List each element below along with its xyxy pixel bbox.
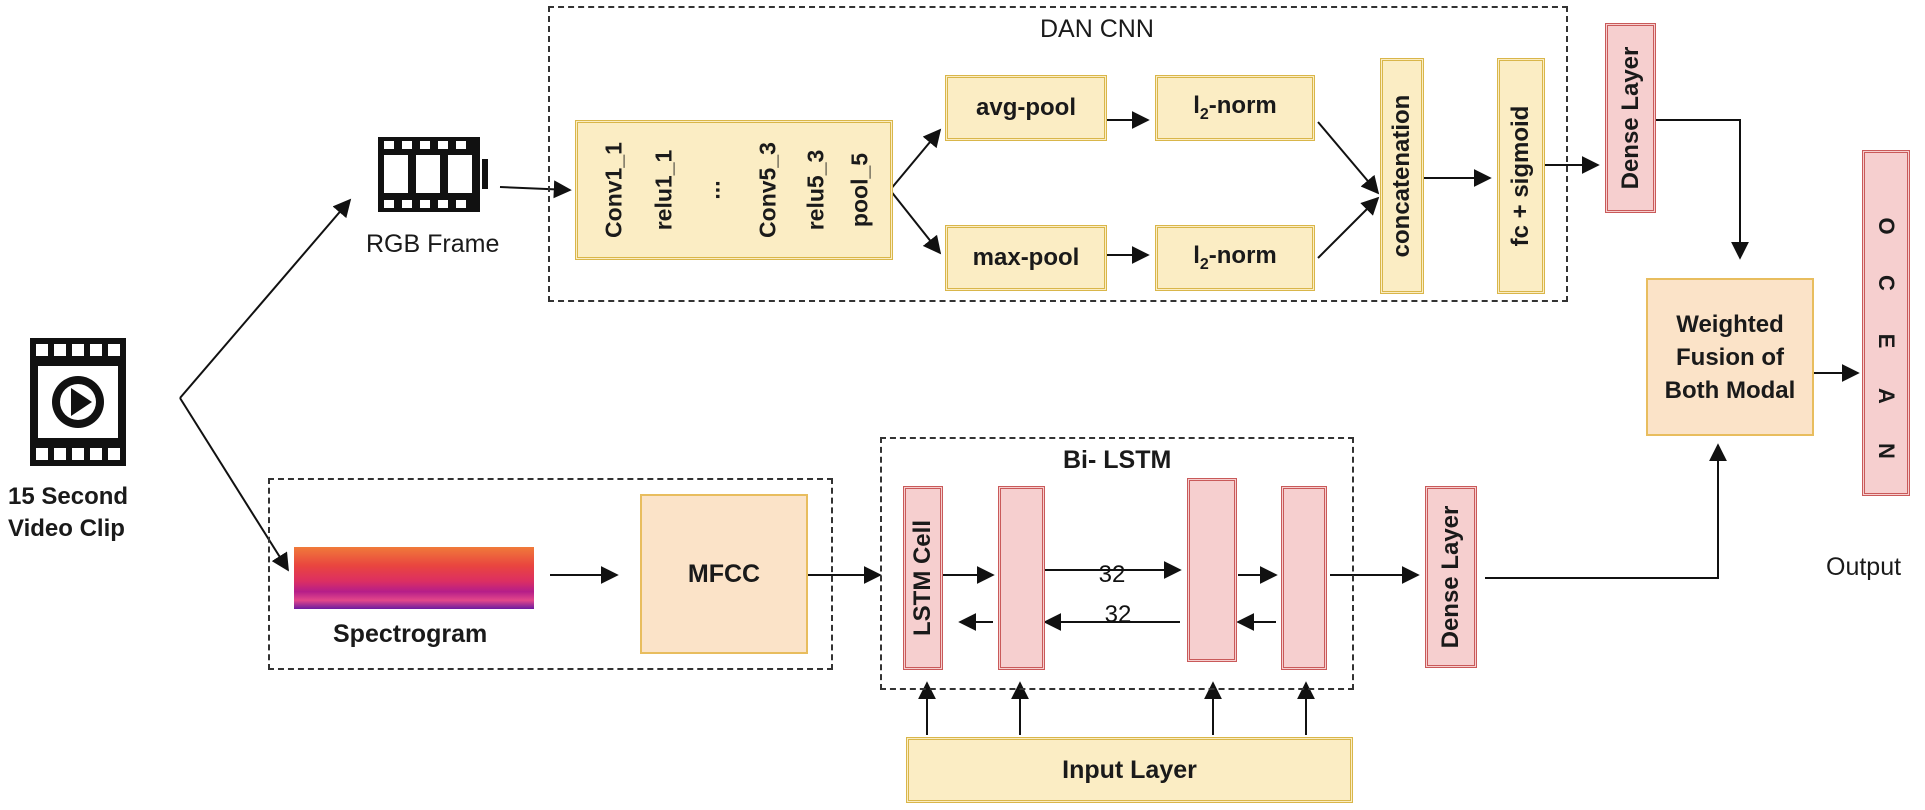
l2norm-base-top: l bbox=[1193, 92, 1200, 120]
conv-layer-label-2: relu1_1 bbox=[650, 149, 677, 231]
output-label: Output bbox=[1826, 553, 1902, 581]
conv-layer-label-3: ... bbox=[698, 180, 725, 200]
fc-sigmoid-block: fc + sigmoid bbox=[1497, 58, 1545, 294]
video-clip-label-line2: Video Clip bbox=[8, 515, 125, 542]
arrow-conv-to-avgpool bbox=[889, 128, 942, 191]
fusion-line3: Both Modal bbox=[1664, 376, 1796, 404]
dense-layer-bottom: Dense Layer bbox=[1425, 486, 1477, 668]
l2norm-suffix-top: -norm bbox=[1208, 92, 1277, 120]
conv-layer-label-4: Conv5_3 bbox=[754, 142, 781, 238]
fusion-line2: Fusion of bbox=[1676, 343, 1784, 371]
arrow-rgb-to-conv bbox=[499, 180, 572, 199]
fusion-line1: Weighted bbox=[1676, 310, 1784, 338]
lstm-cell-block: LSTM Cell bbox=[903, 486, 943, 670]
l2norm-block-bottom: l2-norm bbox=[1155, 225, 1315, 291]
ocean-letter-n: N bbox=[1874, 443, 1899, 459]
l2norm-sub-bottom: 2 bbox=[1199, 255, 1209, 273]
concatenation-label: concatenation bbox=[1388, 94, 1415, 258]
film-play-icon bbox=[30, 338, 126, 466]
ocean-letter-a: A bbox=[1874, 388, 1899, 404]
weighted-fusion-block: Weighted Fusion of Both Modal bbox=[1646, 278, 1814, 436]
ocean-letter-e: E bbox=[1874, 333, 1899, 349]
arrow-clip-to-spectrogram bbox=[179, 397, 289, 572]
ocean-letter-o: O bbox=[1874, 217, 1899, 235]
conv-layer-label-5: relu5_3 bbox=[802, 149, 829, 231]
dense-layer-top-label: Dense Layer bbox=[1616, 46, 1644, 190]
conv-block: Conv1_1 relu1_1 ... Conv5_3 relu5_3 pool… bbox=[575, 120, 893, 260]
bilstm-title: Bi- LSTM bbox=[1063, 446, 1172, 474]
input-layer-block: Input Layer bbox=[906, 737, 1353, 803]
avg-pool-block: avg-pool bbox=[945, 75, 1107, 141]
lstm-unit-3 bbox=[1187, 478, 1237, 662]
bilstm-container bbox=[880, 437, 1354, 690]
l2norm-suffix-bottom: -norm bbox=[1208, 242, 1277, 270]
video-clip-label-line1: 15 Second bbox=[8, 483, 129, 510]
audio-branch-container bbox=[268, 478, 833, 670]
rgb-frame-icon bbox=[378, 137, 496, 212]
dense-layer-top: Dense Layer bbox=[1605, 23, 1656, 213]
fc-sigmoid-label: fc + sigmoid bbox=[1507, 105, 1534, 247]
arrow-clip-to-rgb bbox=[179, 198, 352, 399]
film-strip-icon bbox=[378, 137, 488, 212]
max-pool-block: max-pool bbox=[945, 225, 1107, 291]
rgb-frame-label: RGB Frame bbox=[366, 230, 500, 258]
l2norm-label-top: l2-norm bbox=[1193, 92, 1277, 124]
l2norm-label-bottom: l2-norm bbox=[1193, 242, 1277, 274]
fwd-units-label: 32 bbox=[1099, 561, 1126, 588]
avg-pool-label: avg-pool bbox=[976, 94, 1076, 121]
arrow-norm-to-concat-top bbox=[1317, 121, 1380, 195]
max-pool-label: max-pool bbox=[972, 244, 1080, 271]
arrow-dense-to-fusion bbox=[1656, 119, 1749, 260]
concatenation-block: concatenation bbox=[1380, 58, 1424, 294]
l2norm-block-top: l2-norm bbox=[1155, 75, 1315, 141]
mfcc-block: MFCC bbox=[640, 494, 808, 654]
bwd-units-label: 32 bbox=[1105, 601, 1132, 628]
lstm-unit-2 bbox=[998, 486, 1045, 670]
l2norm-base-bottom: l bbox=[1193, 242, 1200, 270]
lstm-cell-label: LSTM Cell bbox=[909, 519, 936, 637]
dense-layer-bottom-label: Dense Layer bbox=[1437, 505, 1464, 649]
arrow-dense-to-fusion-bottom bbox=[1485, 443, 1727, 579]
dan-cnn-title: DAN CNN bbox=[1040, 15, 1154, 43]
arrow-conv-to-maxpool bbox=[889, 189, 942, 255]
conv-layer-label-1: Conv1_1 bbox=[600, 142, 627, 238]
lstm-unit-4 bbox=[1281, 486, 1327, 670]
l2norm-sub-top: 2 bbox=[1199, 105, 1209, 123]
spectrogram-label: Spectrogram bbox=[333, 620, 488, 648]
conv-layer-label-6: pool_5 bbox=[846, 152, 873, 228]
ocean-letter-c: C bbox=[1874, 275, 1899, 291]
arrow-norm-to-concat-bottom bbox=[1317, 196, 1380, 259]
output-ocean-block: O C E A N bbox=[1862, 150, 1910, 496]
dan-cnn-container bbox=[548, 6, 1568, 302]
input-layer-label: Input Layer bbox=[1062, 755, 1197, 784]
mfcc-label: MFCC bbox=[687, 559, 761, 588]
video-clip-icon bbox=[30, 338, 126, 466]
spectrogram-image bbox=[294, 547, 534, 609]
